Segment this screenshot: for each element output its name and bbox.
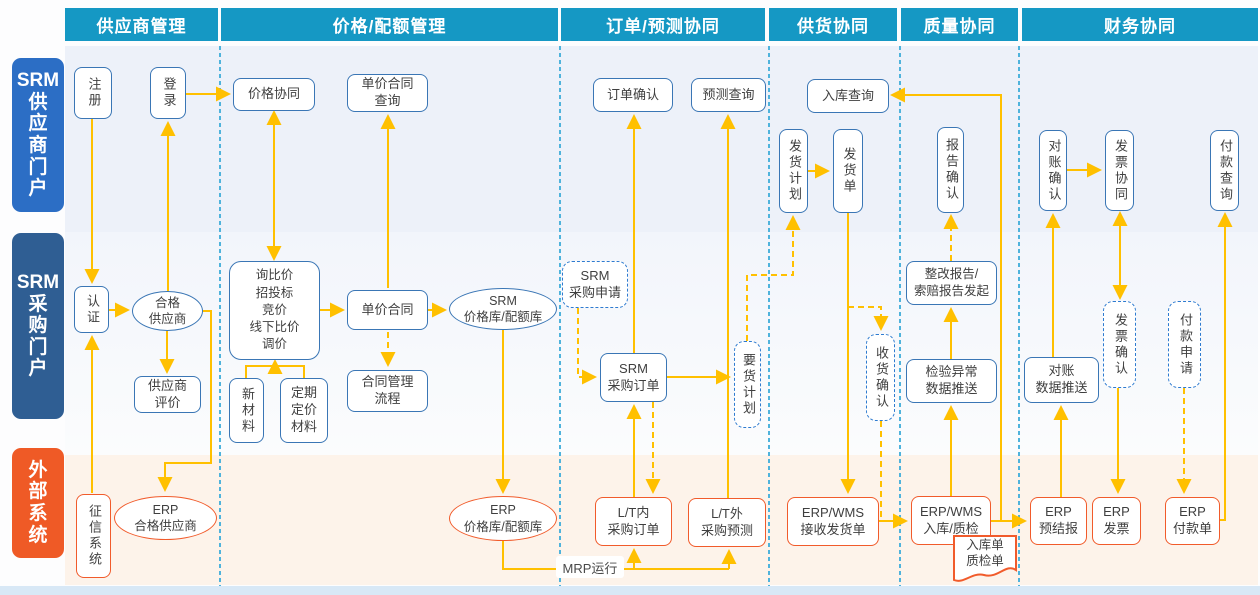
bottom-strip xyxy=(0,586,1260,595)
node-erp-payment-note: ERP 付款单 xyxy=(1165,497,1220,545)
header-price-quota: 价格/配额管理 xyxy=(221,8,558,41)
node-register: 注册 xyxy=(74,67,112,119)
header-finance-collab: 财务协同 xyxy=(1022,8,1258,41)
header-supply-collab: 供货协同 xyxy=(769,8,897,41)
node-invoice-confirm: 发票确认 xyxy=(1103,301,1136,388)
lane-label-srm-purchase-portal: SRM 采 购 门 户 xyxy=(12,233,64,419)
node-contract-flow: 合同管理 流程 xyxy=(347,370,428,412)
node-invoice-collab: 发票协同 xyxy=(1105,130,1134,211)
edge-srm-pr-to-srm-po-dashed xyxy=(577,308,597,385)
node-order-confirm: 订单确认 xyxy=(593,78,673,112)
node-srm-price-lib: SRM 价格库/配额库 xyxy=(449,288,557,330)
node-rectify-claim-report: 整改报告/ 索赔报告发起 xyxy=(906,261,997,305)
node-supplier-eval: 供应商 评价 xyxy=(134,376,201,413)
edge-erp-payment-to-payment-query xyxy=(1217,212,1233,521)
node-forecast-query: 预测查询 xyxy=(691,78,766,112)
lane-label-srm-supplier-portal: SRM 供 应 商 门 户 xyxy=(12,58,64,212)
column-separators xyxy=(219,46,1020,586)
node-ship-plan: 发货计划 xyxy=(779,129,808,213)
node-unit-price-contract-query: 单价合同 查询 xyxy=(347,74,428,112)
header-supplier-mgmt: 供应商管理 xyxy=(65,8,218,41)
node-price-collab: 价格协同 xyxy=(233,78,315,111)
node-report-confirm: 报告确认 xyxy=(937,127,964,213)
label-mrp-run: MRP运行 xyxy=(556,556,624,578)
edge-ship-note-to-receipt-confirm-dashed xyxy=(848,306,889,331)
edge-delivery-req-to-ship-plan-dashed xyxy=(746,215,801,341)
node-lt-in-purchase-order: L/T内 采购订单 xyxy=(595,497,672,546)
document-shape xyxy=(953,535,1017,582)
edge-materials-bracket xyxy=(245,365,305,378)
node-recon-confirm: 对账确认 xyxy=(1039,130,1067,211)
node-periodic-material: 定期 定价 材料 xyxy=(280,378,328,443)
header-order-forecast: 订单/预测协同 xyxy=(561,8,765,41)
node-erp-price-lib: ERP 价格库/配额库 xyxy=(449,496,557,541)
node-unit-price-contract: 单价合同 xyxy=(347,290,428,330)
node-lt-out-purchase-forecast: L/T外 采购预测 xyxy=(688,498,766,547)
edge-mrp-trunk xyxy=(502,541,729,570)
node-credit-system: 征信系统 xyxy=(76,494,111,578)
node-ship-note: 发货单 xyxy=(833,129,863,213)
document-label: 入库单 质检单 xyxy=(966,538,1004,569)
node-receipt-confirm: 收货确认 xyxy=(866,334,895,421)
node-srm-purchase-request: SRM 采购申请 xyxy=(562,261,628,308)
edge-qualified-to-erp-qualified xyxy=(157,310,212,492)
edge-inbound-to-inbound-query xyxy=(890,87,1002,521)
node-inspect-abnormal-push: 检验异常 数据推送 xyxy=(906,359,997,403)
node-new-material: 新材料 xyxy=(229,378,264,443)
node-payment-apply: 付款申请 xyxy=(1168,301,1201,388)
node-delivery-req-plan: 要货计划 xyxy=(734,341,761,428)
lane-label-external-systems: 外 部 系 统 xyxy=(12,448,64,558)
node-erp-presettlement: ERP 预结报 xyxy=(1030,497,1087,545)
node-auth: 认证 xyxy=(74,286,109,333)
node-srm-purchase-order: SRM 采购订单 xyxy=(600,353,667,402)
node-recon-data-push: 对账 数据推送 xyxy=(1024,357,1099,403)
header-quality-collab: 质量协同 xyxy=(901,8,1018,41)
node-erp-invoice: ERP 发票 xyxy=(1092,497,1141,545)
node-qualified-supplier: 合格 供应商 xyxy=(132,291,203,331)
node-inbound-query: 入库查询 xyxy=(807,79,889,113)
node-payment-query: 付款查询 xyxy=(1210,130,1239,211)
node-login: 登录 xyxy=(150,67,186,119)
node-inbound-qc-document: 入库单 质检单 xyxy=(952,534,1018,584)
node-erp-wms-receive-ship-note: ERP/WMS 接收发货单 xyxy=(787,497,879,546)
node-sourcing: 询比价 招投标 竞价 线下比价 调价 xyxy=(229,261,320,360)
node-erp-qualified-supplier: ERP 合格供应商 xyxy=(114,496,217,540)
